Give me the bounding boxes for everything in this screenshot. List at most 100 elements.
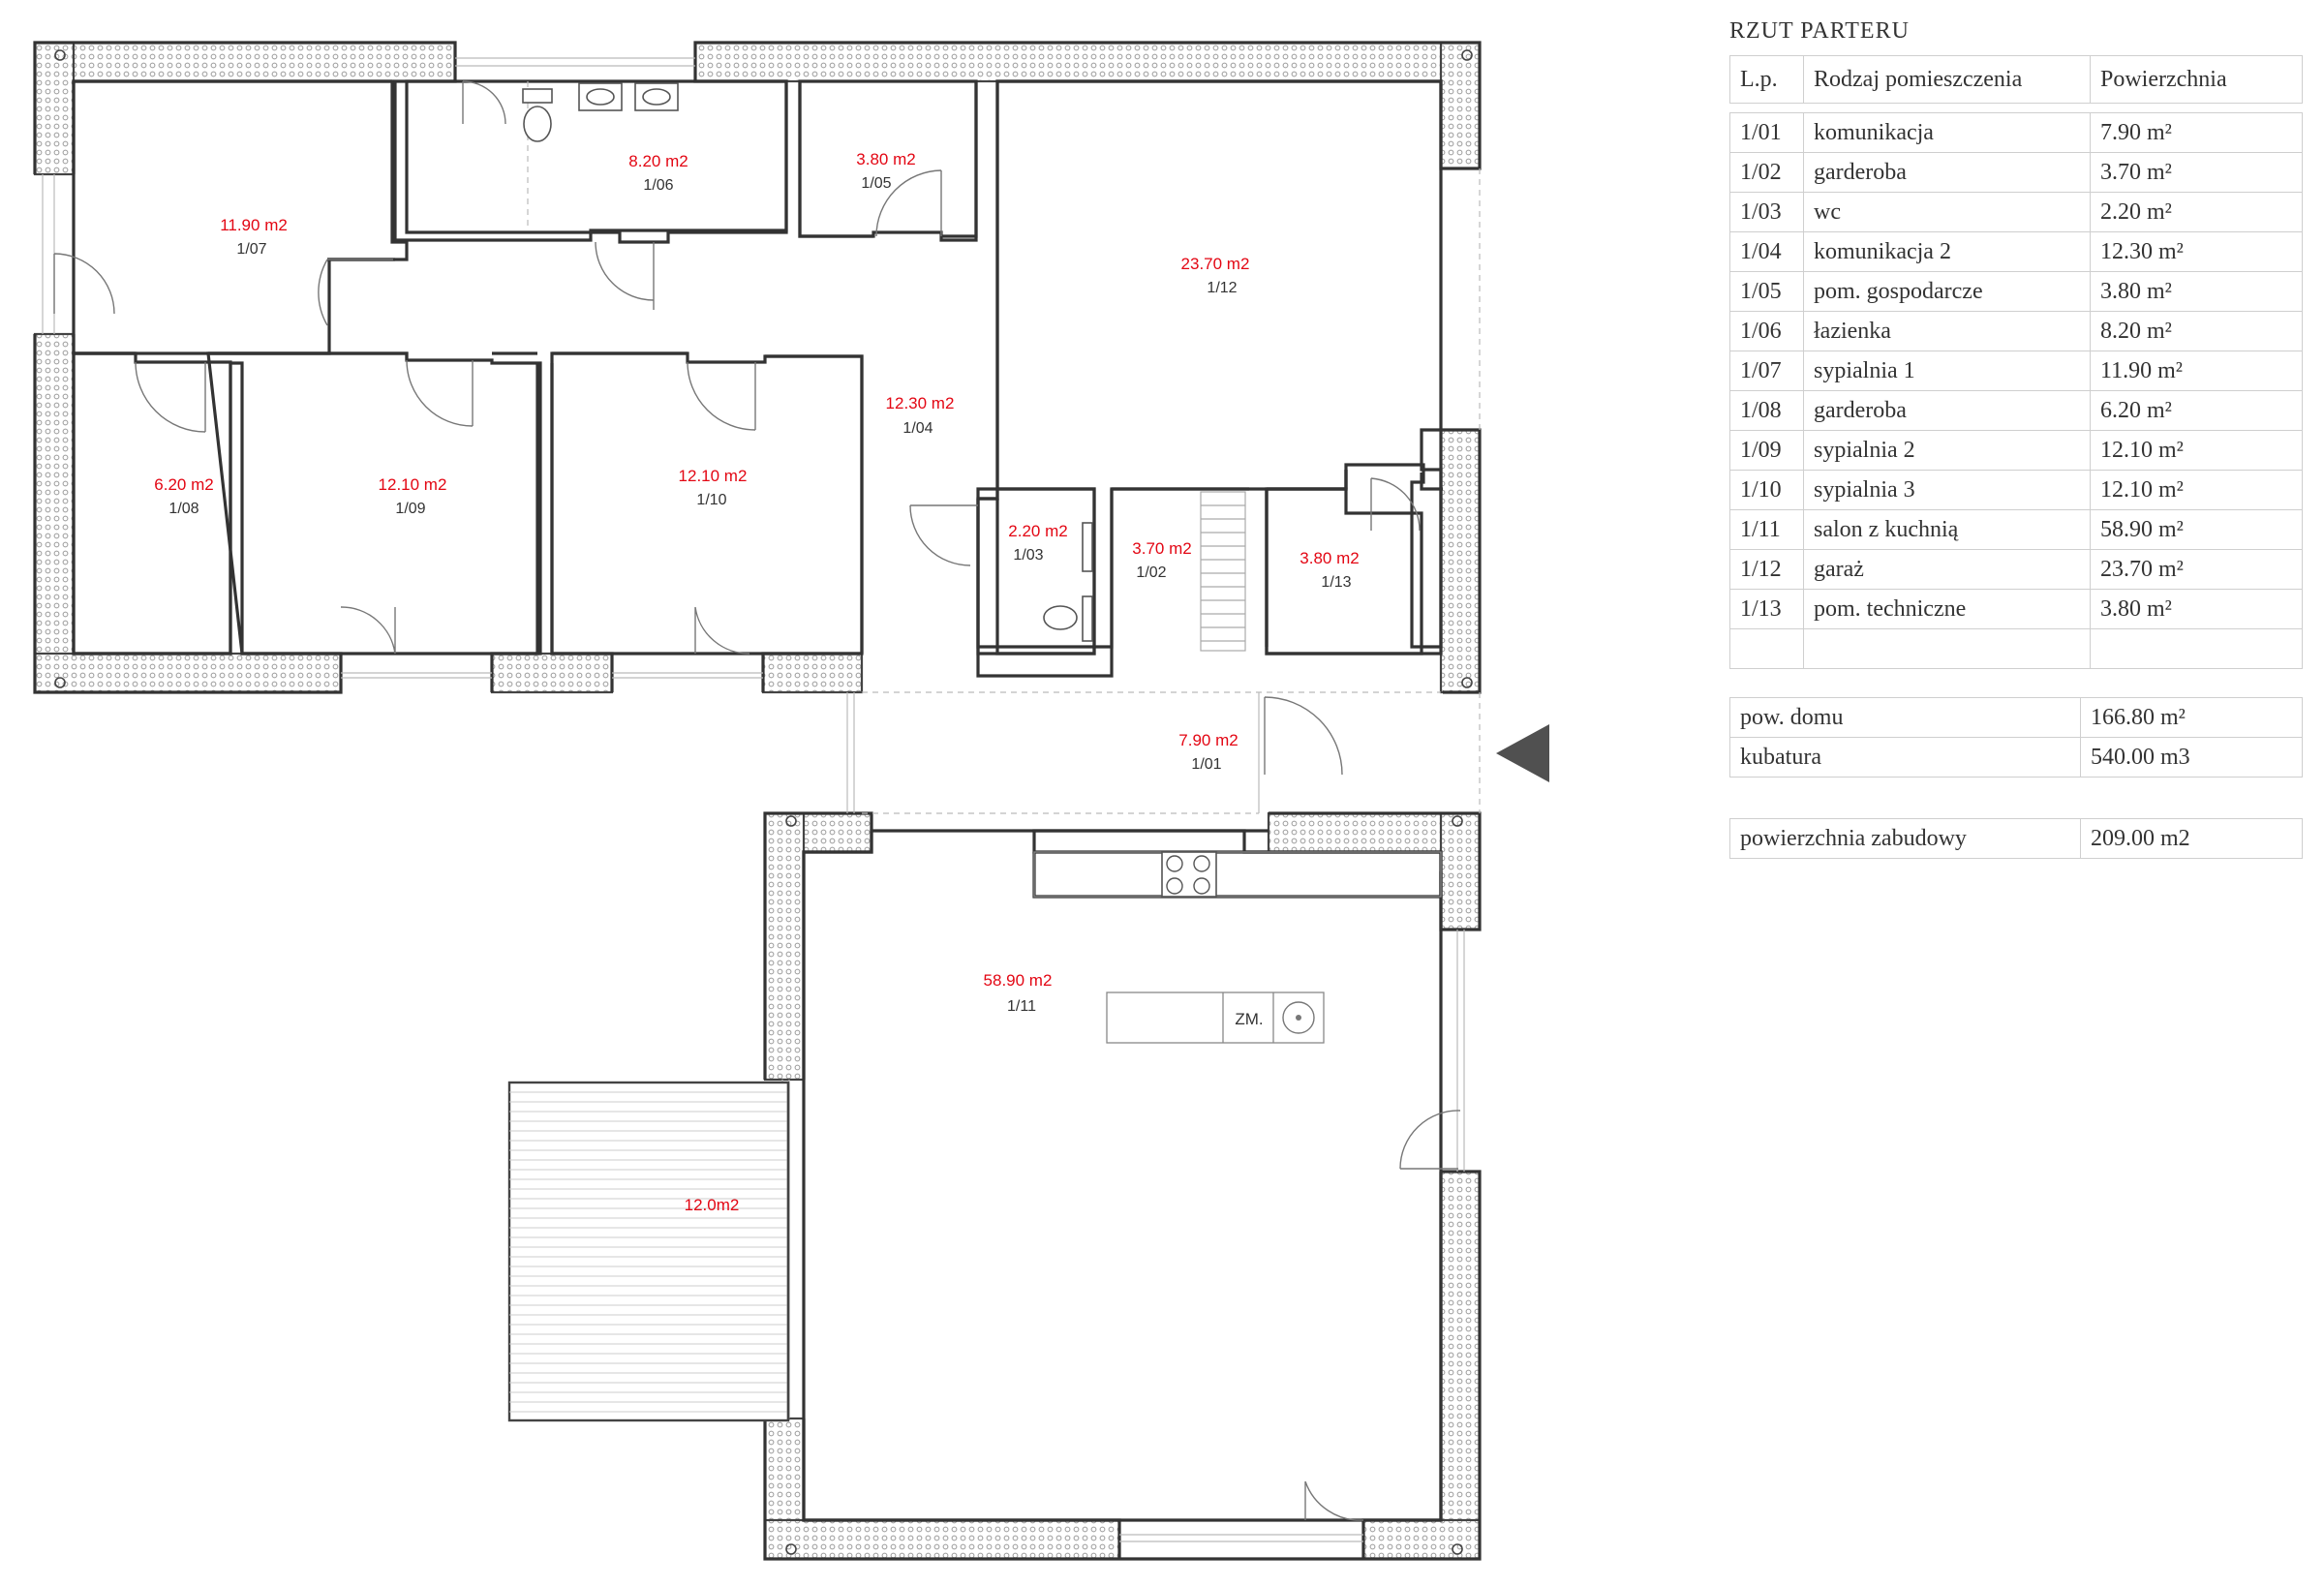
wall-bottom-w1 — [33, 652, 343, 694]
legend-row-area: 12.30 m² — [2090, 231, 2303, 272]
wall-living-bottom-right — [1361, 1518, 1482, 1561]
kitchen-island — [1106, 991, 1325, 1044]
room-112-id: 1/12 — [1207, 280, 1237, 296]
room-104-area: 12.30 m2 — [886, 394, 955, 412]
door-107 — [318, 259, 393, 326]
legend-row-room: komunikacja 2 — [1803, 231, 2091, 272]
doors — [53, 80, 1461, 1521]
room-113-area: 3.80 m2 — [1300, 549, 1359, 567]
legend-row-area: 6.20 m² — [2090, 390, 2303, 431]
legend-table-header: L.p. Rodzaj pomieszczenia Powierzchnia — [1729, 55, 2303, 104]
footprint-value: 209.00 m2 — [2080, 818, 2303, 859]
wall-living-bottom-left — [763, 1518, 1121, 1561]
legend-row-room: łazienka — [1803, 311, 2091, 351]
room-111-id: 1/11 — [1007, 998, 1036, 1015]
legend-row-room: salon z kuchnią — [1803, 509, 2091, 550]
room-106-area: 8.20 m2 — [628, 152, 688, 170]
wall-living-left-upper — [763, 811, 806, 1082]
door-106 — [595, 241, 655, 310]
room-labels: 11.90 m2 1/07 8.20 m2 1/06 3.80 m2 1/05 … — [154, 150, 1359, 1214]
legend-row-room: garderoba — [1803, 152, 2091, 193]
door-106-wc — [462, 80, 506, 125]
door-103 — [909, 504, 978, 566]
legend-row-area: 2.20 m² — [2090, 192, 2303, 232]
room-104-id: 1/04 — [902, 420, 933, 437]
legend-row-room: pom. techniczne — [1803, 589, 2091, 629]
legend-row-area: 3.80 m² — [2090, 589, 2303, 629]
door-113 — [1370, 477, 1421, 532]
room-108-area: 6.20 m2 — [154, 475, 213, 494]
wall-top-right — [693, 41, 1482, 83]
legend-row-area: 11.90 m² — [2090, 351, 2303, 391]
col-room: Rodzaj pomieszczenia — [1803, 55, 2091, 104]
wall-right-lower — [1439, 428, 1482, 694]
cooktop — [1161, 851, 1217, 898]
room-106-id: 1/06 — [643, 177, 673, 194]
room-107-area: 11.90 m2 — [220, 216, 288, 234]
legend-row-empty — [1729, 628, 2303, 669]
legend-row-room: komunikacja — [1803, 112, 2091, 153]
door-109-terrace — [340, 606, 396, 655]
terrace-area: 12.0m2 — [685, 1196, 740, 1214]
footprint-table: powierzchnia zabudowy 209.00 m2 — [1729, 818, 2303, 859]
room-109-area: 12.10 m2 — [379, 475, 447, 494]
summary-value: 540.00 m3 — [2080, 737, 2303, 778]
legend-row-area: 12.10 m² — [2090, 430, 2303, 471]
door-110-terrace — [694, 606, 750, 655]
legend-row-area: 23.70 m² — [2090, 549, 2303, 590]
fridge-label: ZM. — [1235, 1010, 1263, 1028]
door-110 — [687, 361, 756, 431]
room-102-id: 1/02 — [1136, 564, 1166, 581]
door-105 — [875, 169, 942, 237]
room-110-id: 1/10 — [696, 492, 726, 508]
legend-row-lp: 1/07 — [1729, 351, 1804, 391]
room-105-area: 3.80 m2 — [856, 150, 915, 168]
legend-row-room: pom. gospodarcze — [1803, 271, 2091, 312]
legend-row-area: 8.20 m² — [2090, 311, 2303, 351]
col-lp: L.p. — [1729, 55, 1804, 104]
legend-row-lp: 1/10 — [1729, 470, 1804, 510]
legend-row-room: sypialnia 2 — [1803, 430, 2091, 471]
legend-row-lp: 1/12 — [1729, 549, 1804, 590]
legend-row-room: garaż — [1803, 549, 2091, 590]
door-living-bottom — [1304, 1480, 1364, 1521]
legend-row-lp: 1/09 — [1729, 430, 1804, 471]
legend-row-area: 12.10 m² — [2090, 470, 2303, 510]
room-105-id: 1/05 — [861, 175, 891, 192]
entrance-arrow-icon — [1496, 724, 1549, 782]
legend-row-lp: 1/13 — [1729, 589, 1804, 629]
terrace — [507, 1081, 790, 1422]
kitchen-counter — [1033, 851, 1442, 898]
door-living-side — [1399, 1110, 1461, 1170]
legend-row-lp: 1/08 — [1729, 390, 1804, 431]
legend-title: RZUT PARTERU — [1729, 21, 1910, 39]
summary-value: 166.80 m² — [2080, 697, 2303, 738]
wall-left-lower — [33, 332, 76, 694]
door-entrance — [1264, 696, 1343, 776]
room-101-id: 1/01 — [1191, 756, 1221, 773]
legend-row-area: 3.80 m² — [2090, 271, 2303, 312]
legend-row-lp: 1/04 — [1729, 231, 1804, 272]
legend-row-area: 3.70 m² — [2090, 152, 2303, 193]
door-109 — [406, 359, 474, 427]
room-110-area: 12.10 m2 — [679, 467, 748, 485]
legend-row-room: sypialnia 3 — [1803, 470, 2091, 510]
room-107-id: 1/07 — [236, 241, 266, 258]
legend-row-room: sypialnia 1 — [1803, 351, 2091, 391]
room-108-id: 1/08 — [168, 501, 199, 517]
room-103-area: 2.20 m2 — [1008, 522, 1067, 540]
legend-row-lp: 1/03 — [1729, 192, 1804, 232]
wall-top-left — [33, 41, 457, 83]
col-area: Powierzchnia — [2090, 55, 2303, 104]
